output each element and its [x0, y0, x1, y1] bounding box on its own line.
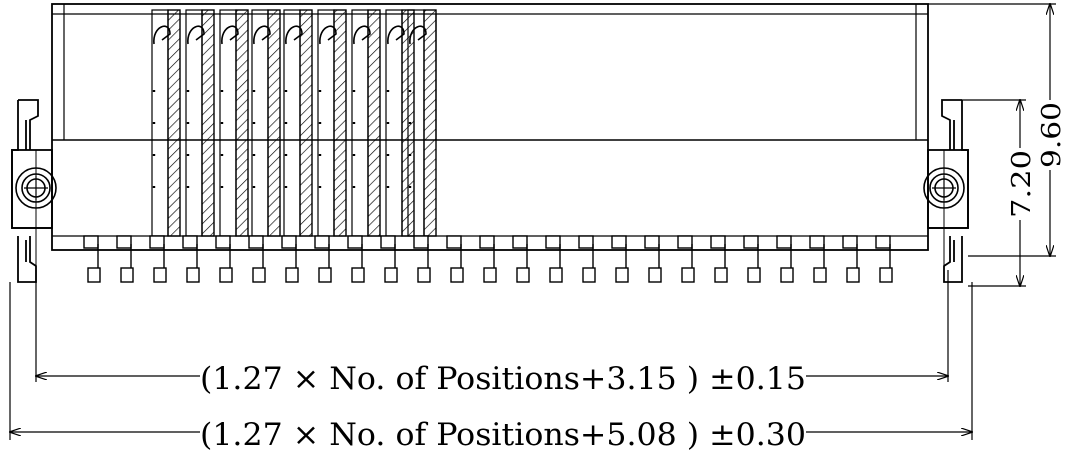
contact-pad [248, 235, 266, 283]
contact-pad [545, 235, 563, 283]
height-total-label: 9.60 [1037, 102, 1067, 168]
extension-lines [9, 270, 973, 440]
contact-pad [347, 235, 365, 283]
contact-pad [314, 235, 332, 283]
hatched-contact [151, 9, 181, 237]
hatched-contact [351, 9, 381, 237]
hatched-contact [219, 9, 249, 237]
inner-width-dimension: (1.27 × No. of Positions+3.15 ) ±0.15 [36, 361, 948, 397]
contact-pad [446, 235, 464, 283]
inner-width-label: (1.27 × No. of Positions+3.15 ) ±0.15 [200, 361, 806, 397]
contact-pad [215, 235, 233, 283]
contact-pad [842, 235, 860, 283]
contact-pad [479, 235, 497, 283]
contact-pad [809, 235, 827, 283]
contact-pad [578, 235, 596, 283]
hatched-contact [185, 9, 215, 237]
hatched-contact [251, 9, 281, 237]
hatched-contact [317, 9, 347, 237]
contact-pad [875, 235, 893, 283]
contact-pads [83, 235, 893, 283]
contact-pad [512, 235, 530, 283]
outer-width-dimension: (1.27 × No. of Positions+5.08 ) ±0.30 [10, 417, 972, 453]
height-total-dimension: 9.60 [1036, 4, 1067, 256]
connector-housing [51, 3, 929, 251]
right-screw-icon [923, 167, 965, 209]
hatched-contact [283, 9, 313, 237]
left-mounting-bracket [11, 99, 53, 283]
contact-pad [743, 235, 761, 283]
contact-pad [413, 235, 431, 283]
right-mounting-bracket [927, 99, 969, 283]
contact-pad [116, 235, 134, 283]
contact-pad [380, 235, 398, 283]
contact-pad [776, 235, 794, 283]
outer-width-label: (1.27 × No. of Positions+5.08 ) ±0.30 [200, 417, 806, 453]
contact-pad [644, 235, 662, 283]
left-screw-icon [15, 167, 57, 209]
hatched-contacts [151, 9, 437, 237]
contact-pad [611, 235, 629, 283]
contact-pad [281, 235, 299, 283]
height-partial-label: 7.20 [1007, 150, 1037, 218]
contact-pad [182, 235, 200, 283]
contact-pad [710, 235, 728, 283]
contact-pad [83, 235, 101, 283]
contact-pad [677, 235, 695, 283]
contact-pad [149, 235, 167, 283]
height-partial-dimension: 7.20 [1006, 100, 1037, 286]
